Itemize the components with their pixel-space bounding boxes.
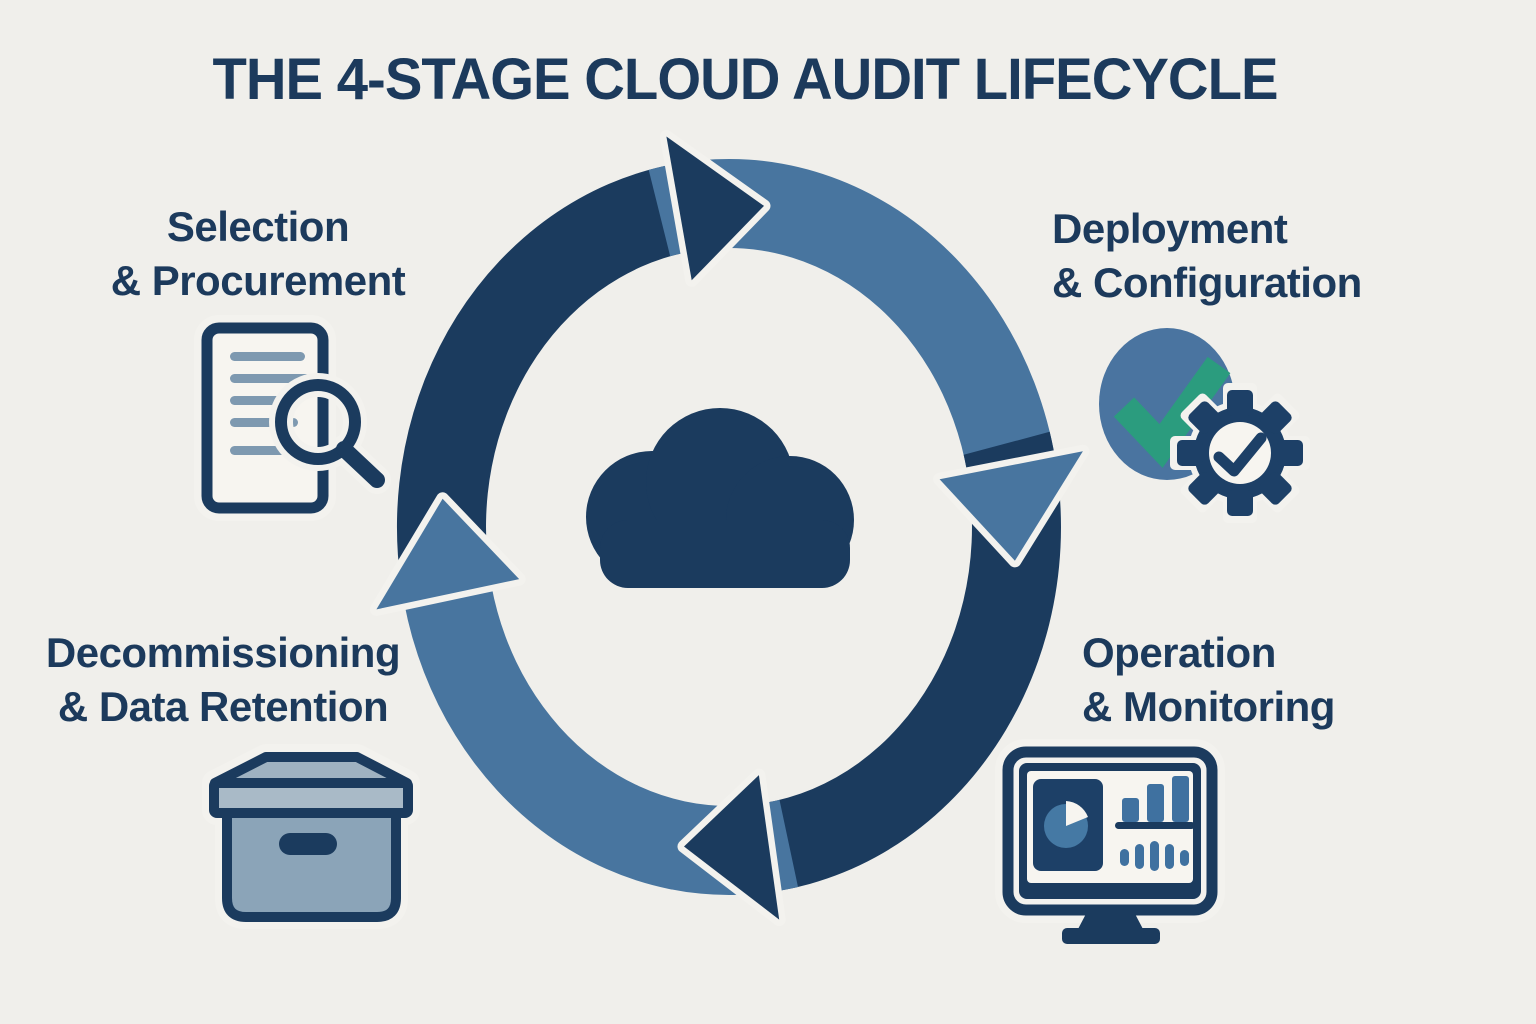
equalizer-bars: [1120, 841, 1189, 871]
green-checkmark: [1113, 356, 1231, 468]
stage-label-line: Operation: [1082, 629, 1276, 676]
archive-box-icon: [202, 744, 420, 929]
monitor-base: [1062, 928, 1160, 944]
cycle-arrowhead-right: [933, 444, 1090, 568]
cycle-arrowhead-bottom: [677, 768, 786, 927]
stage-label-decommissioning: Decommissioning & Data Retention: [16, 626, 430, 734]
stage-label-line: & Procurement: [110, 257, 406, 304]
cycle-segment-top-left: [396, 164, 687, 591]
stage-label-line: Decommissioning: [45, 629, 401, 676]
stage-label-line: & Monitoring: [1082, 683, 1335, 730]
monitor-dashboard-icon: [995, 739, 1225, 944]
checkmark-gear-icon: [1099, 328, 1310, 523]
stage-label-line: & Configuration: [1052, 259, 1362, 306]
cycle-ring: [369, 130, 1090, 927]
stage-label-line: Selection: [166, 203, 350, 250]
monitor-stand: [1077, 910, 1144, 931]
box-handle: [279, 833, 337, 855]
page-title: THE 4-STAGE CLOUD AUDIT LIFECYCLE: [212, 47, 1278, 112]
stage-label-deployment: Deployment & Configuration: [1052, 202, 1492, 310]
document-magnifier-icon: [194, 315, 391, 521]
stage-label-selection: Selection & Procurement: [58, 200, 458, 308]
stage-label-line: Deployment: [1052, 205, 1288, 252]
magnifier-glass: [269, 373, 391, 494]
cycle-arrowhead-top: [659, 130, 771, 287]
cloud-icon: [586, 408, 854, 588]
cycle-segment-bottom-left: [404, 585, 798, 896]
cycle-segment-bottom-right: [762, 431, 1061, 892]
stage-label-line: & Data Retention: [57, 683, 389, 730]
box-body: [222, 808, 401, 922]
cycle-segment-top-right: [648, 158, 1055, 474]
stage-label-operation: Operation & Monitoring: [1082, 626, 1522, 734]
pie-chart: [1044, 801, 1088, 848]
cycle-arrowhead-left: [369, 492, 526, 616]
bar-chart: [1115, 776, 1195, 829]
gear-checkmark: [1213, 432, 1267, 477]
